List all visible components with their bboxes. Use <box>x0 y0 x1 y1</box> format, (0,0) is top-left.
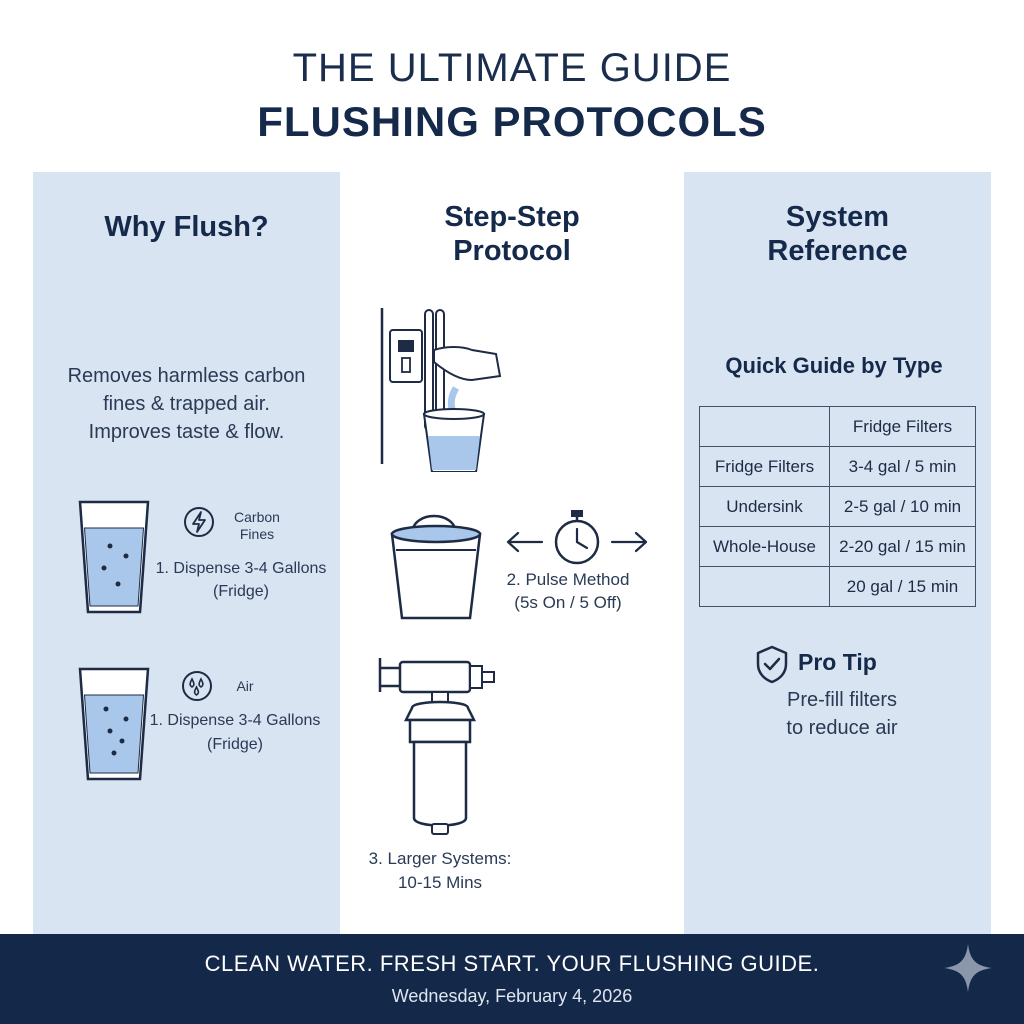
table-header-row: Fridge Filters <box>699 406 976 447</box>
why-flush-heading: Why Flush? <box>104 211 269 243</box>
table-cell: 2-5 gal / 10 min <box>829 486 976 527</box>
pro-tip-line-2: to reduce air <box>786 717 898 739</box>
step-protocol-heading-line-2: Protocol <box>453 235 571 267</box>
table-row: Fridge Filters 3-4 gal / 5 min <box>699 446 976 487</box>
step-2-line-2: (5s On / 5 Off) <box>514 593 622 612</box>
step-protocol-heading-line-1: Step-Step <box>444 201 580 233</box>
quick-guide-subheading: Quick Guide by Type <box>725 353 943 378</box>
table-cell: Fridge Filters <box>829 406 976 447</box>
step-3-line-1: 3. Larger Systems: <box>368 849 512 868</box>
table-cell: 20 gal / 15 min <box>829 566 976 607</box>
air-bubbles-icon <box>182 671 212 701</box>
air-label: Air <box>236 678 254 694</box>
why-desc-line-3: Improves taste & flow. <box>88 421 285 443</box>
pulse-timer-icon <box>506 510 648 565</box>
whole-house-filter-icon <box>378 658 495 835</box>
shield-check-icon <box>756 645 788 684</box>
bucket-icon <box>390 514 482 620</box>
table-cell: 2-20 gal / 15 min <box>829 526 976 567</box>
table-row: Undersink 2-5 gal / 10 min <box>699 486 976 527</box>
table-cell <box>699 566 830 607</box>
carbon-label-line-1: Carbon <box>234 509 280 525</box>
table-cell: Undersink <box>699 486 830 527</box>
sparkle-icon <box>944 944 992 992</box>
pro-tip-line-1: Pre-fill filters <box>786 689 897 711</box>
table-row: Whole-House 2-20 gal / 15 min <box>699 526 976 567</box>
lightning-icon <box>184 507 214 537</box>
footer-tagline: CLEAN WATER. FRESH START. YOUR FLUSHING … <box>204 951 820 976</box>
pro-tip-label: Pro Tip <box>798 649 877 675</box>
table-row: 20 gal / 15 min <box>699 566 976 607</box>
footer-bar <box>0 934 1024 1024</box>
why-desc-line-2: fines & trapped air. <box>103 393 270 415</box>
water-glass-icon <box>78 667 150 781</box>
water-glass-icon <box>78 500 150 614</box>
title-line-1: THE ULTIMATE GUIDE <box>292 46 732 90</box>
reference-table: Fridge Filters Fridge Filters 3-4 gal / … <box>699 406 976 607</box>
step-3-line-2: 10-15 Mins <box>397 873 483 892</box>
table-cell <box>699 406 830 447</box>
fridge-dispenser-icon <box>380 308 502 472</box>
footer-date: Wednesday, February 4, 2026 <box>391 986 633 1006</box>
item1-step-line-2: (Fridge) <box>212 583 269 600</box>
step-2-line-1: 2. Pulse Method <box>506 570 630 589</box>
item2-step-line-2: (Fridge) <box>206 736 263 753</box>
system-reference-heading-line-2: Reference <box>767 235 908 267</box>
carbon-label-line-2: Fines <box>239 526 275 542</box>
why-desc-line-1: Removes harmless carbon <box>67 365 306 387</box>
table-cell: 3-4 gal / 5 min <box>829 446 976 487</box>
table-cell: Whole-House <box>699 526 830 567</box>
title-line-2: FLUSHING PROTOCOLS <box>257 98 767 145</box>
system-reference-heading-line-1: System <box>785 201 890 233</box>
table-cell: Fridge Filters <box>699 446 830 487</box>
item2-step-line-1: 1. Dispense 3-4 Gallons <box>149 712 321 729</box>
item1-step-line-1: 1. Dispense 3-4 Gallons <box>155 560 327 577</box>
